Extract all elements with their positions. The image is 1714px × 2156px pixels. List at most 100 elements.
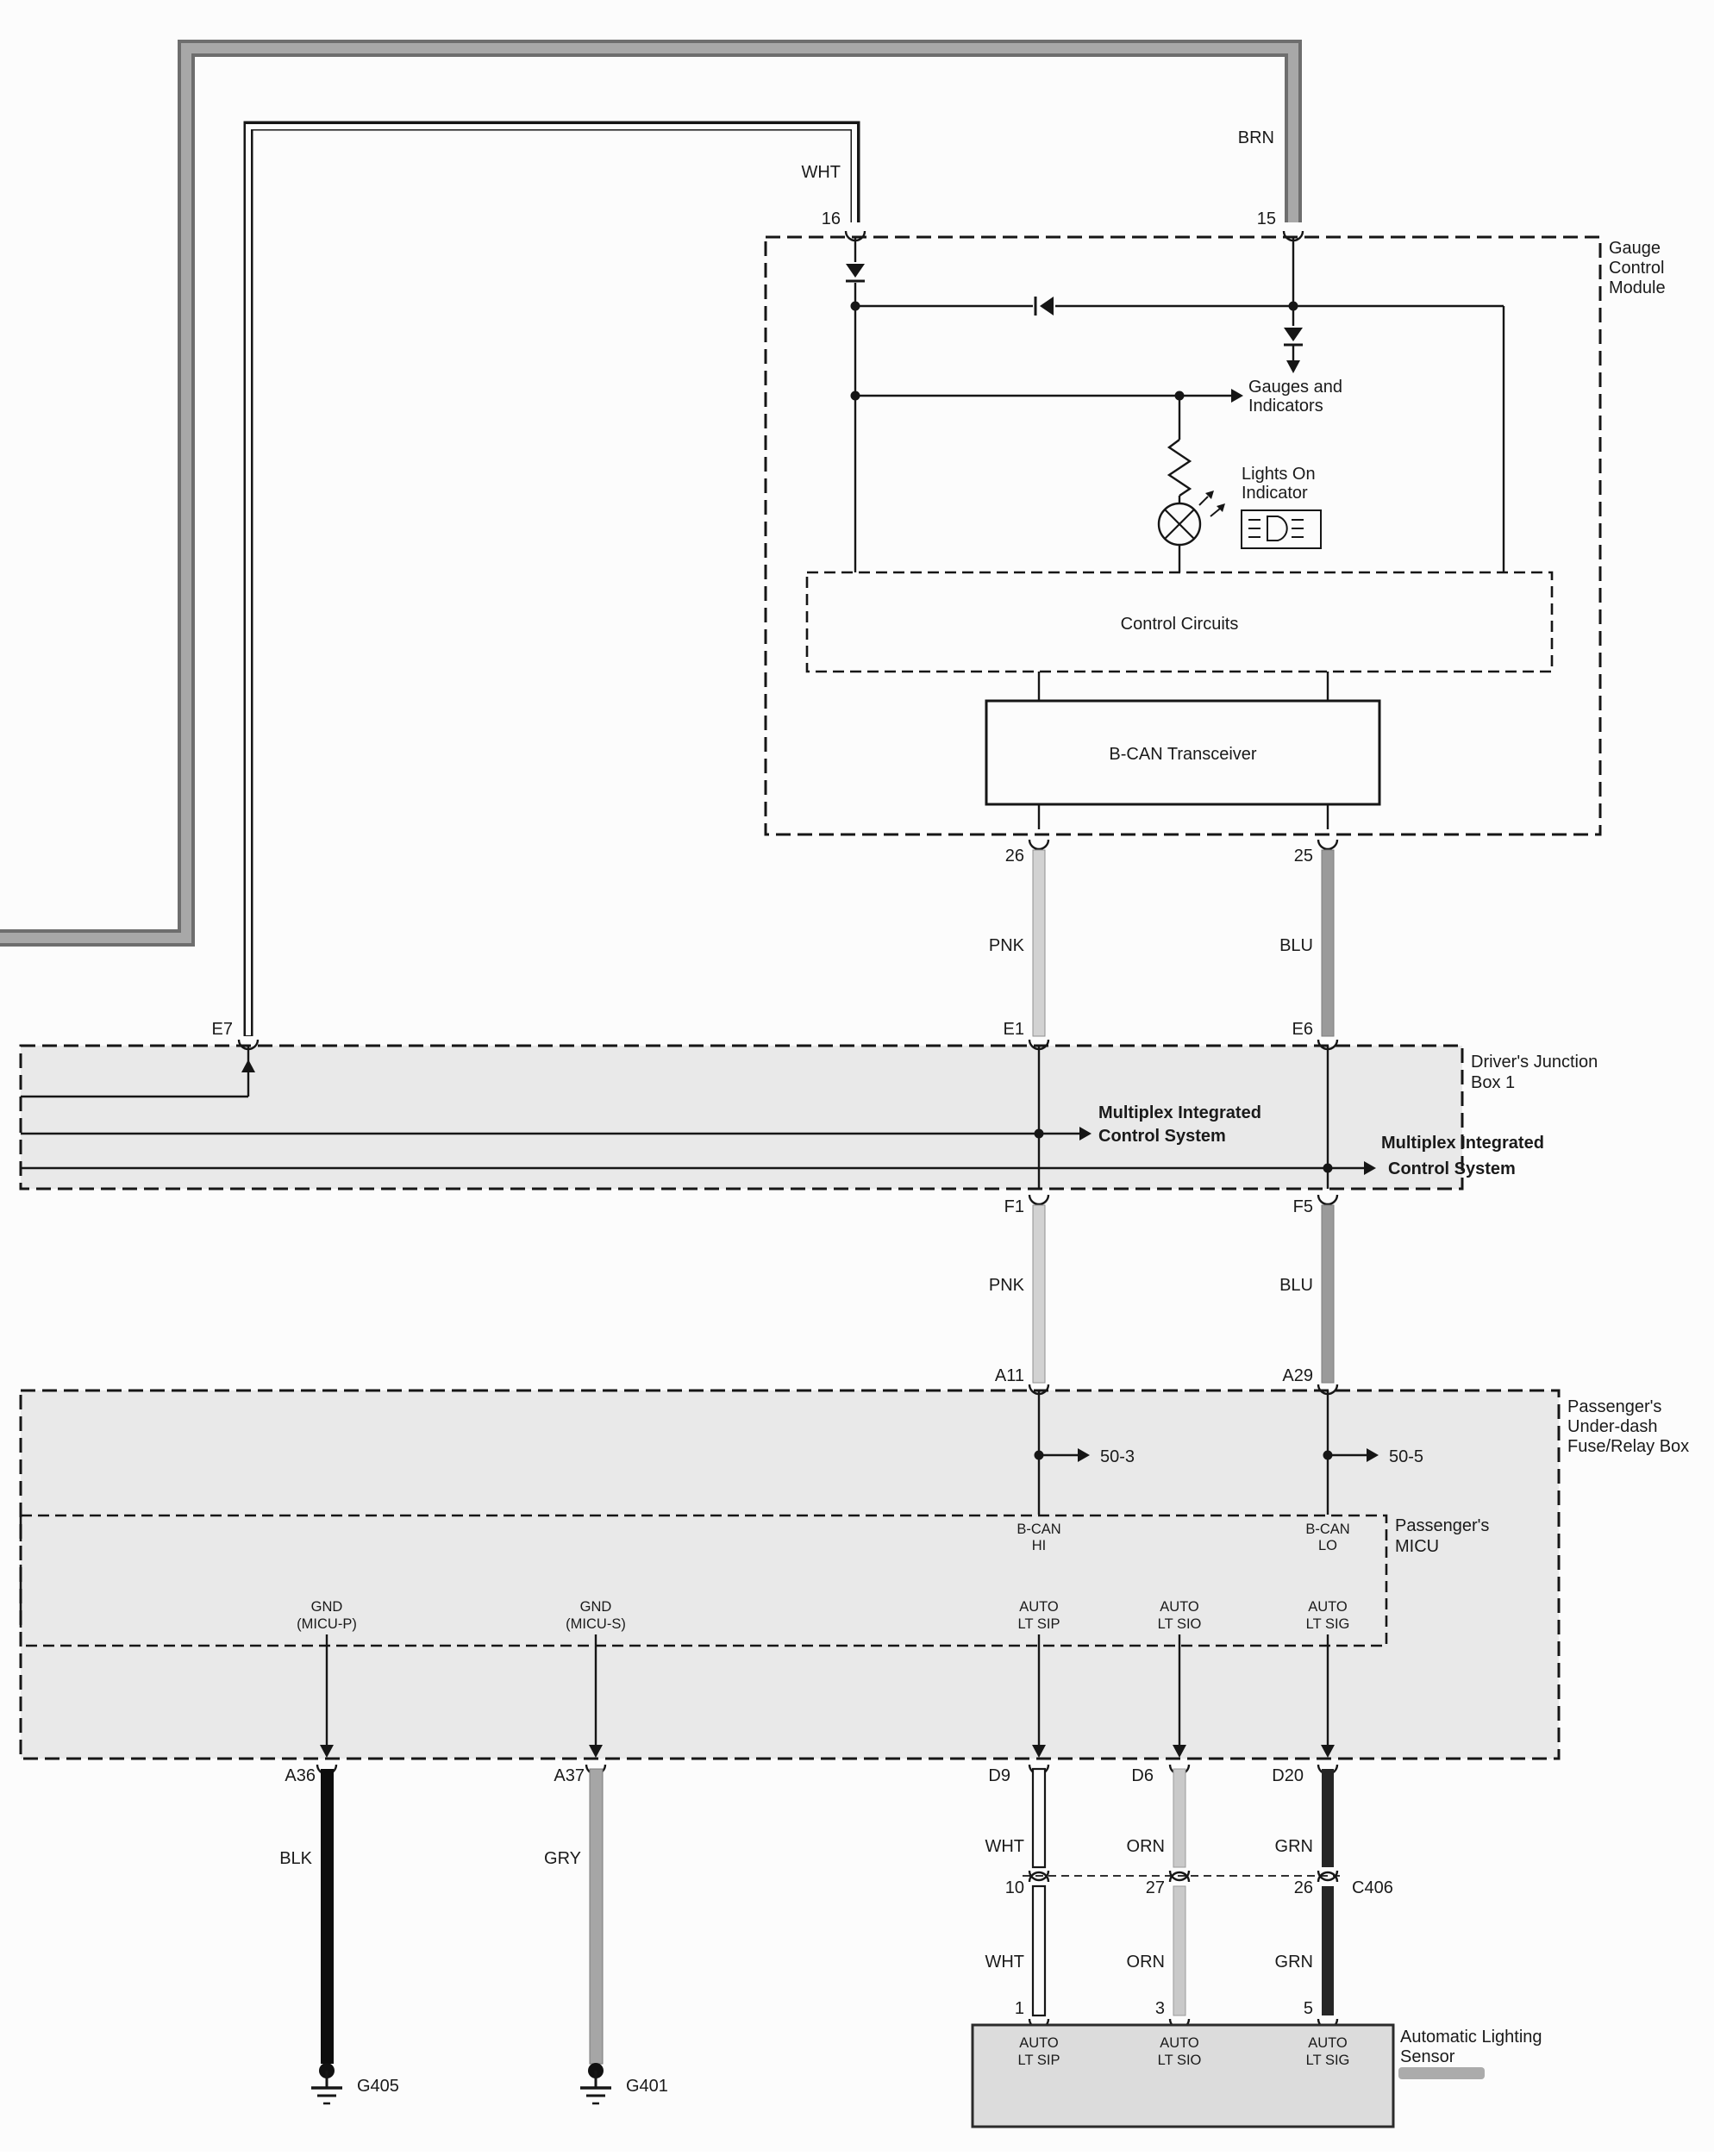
module-title-line3: Module: [1609, 278, 1666, 297]
wht-wire-label: WHT: [801, 163, 841, 182]
orn-wire-seg1: ORN: [1127, 1768, 1186, 1868]
sensor-sip-line2: LT SIP: [1018, 2053, 1060, 2068]
orn-wire-seg2: ORN: [1127, 1885, 1186, 2016]
connector-c406-pin10-upper: [1028, 1870, 1050, 1882]
blk-wire-label: BLK: [279, 1849, 312, 1868]
drivers-junction-box: Driver's Junction Box 1 Multiplex Integr…: [19, 1039, 1598, 1206]
pin-f5-label: F5: [1293, 1197, 1313, 1216]
junction-box-border: [19, 1044, 1464, 1190]
wht-wire-label-1: WHT: [985, 1837, 1024, 1856]
bcan-hi-line2: HI: [1032, 1538, 1047, 1553]
arrow-right-fuse-50-3: [1078, 1448, 1090, 1462]
pnk-wire-label: PNK: [989, 936, 1025, 955]
multiplex-label-b-line2: Control System: [1388, 1159, 1516, 1178]
fuse-box-title-line2: Under-dash: [1567, 1417, 1658, 1436]
sensor-pin-3-label: 3: [1155, 1999, 1165, 2018]
fuse-relay-box: Passenger's Under-dash Fuse/Relay Box 50…: [19, 1384, 1689, 1776]
connector-pin-26: [1028, 839, 1050, 851]
bcan-lo-line1: B-CAN: [1305, 1522, 1349, 1537]
blk-wire: BLK: [279, 1769, 334, 2064]
blu-wire-lower: BLU: [1279, 1204, 1335, 1384]
pin-f1-label: F1: [1004, 1197, 1024, 1216]
connector-c406-pin26-lower: [1317, 1871, 1339, 1883]
micu-title-line2: MICU: [1395, 1537, 1439, 1556]
gauges-indicators-line2: Indicators: [1248, 397, 1323, 416]
junction-box-shading: [21, 1046, 1462, 1189]
sensor-box-body: [971, 2023, 1395, 2128]
lighting-sensor-box: AUTO LT SIP AUTO LT SIO AUTO LT SIG Auto…: [971, 2018, 1542, 2128]
arrow-right-mux-b: [1364, 1161, 1376, 1175]
pin-d9-label: D9: [988, 1766, 1010, 1785]
bcan-transceiver-box: B-CAN Transceiver: [985, 699, 1381, 806]
fuse-box-shading: [21, 1390, 1559, 1759]
auto-lt-sip-pin-label: AUTO: [1019, 1599, 1059, 1615]
pin-d6-label: D6: [1131, 1766, 1154, 1785]
gnd-micu-p-line1: GND: [311, 1599, 343, 1615]
connector-c406-pin27-lower: [1168, 1871, 1191, 1883]
pin-a29-label: A29: [1282, 1366, 1313, 1385]
wht-wire-seg2: WHT: [985, 1884, 1047, 2017]
auto-lt-sio-pin-label2: LT SIO: [1158, 1616, 1202, 1632]
junction-box-title-line2: Box 1: [1471, 1073, 1515, 1092]
sensor-sio-line1: AUTO: [1160, 2035, 1199, 2051]
sensor-title-line1: Automatic Lighting: [1400, 2028, 1542, 2047]
brn-wire-label: BRN: [1238, 128, 1274, 147]
gry-wire-label: GRY: [544, 1849, 581, 1868]
brn-wire: [0, 40, 1302, 947]
connector-c406-pin26-upper: [1317, 1870, 1339, 1882]
wht-wire-label-2: WHT: [985, 1953, 1024, 1972]
orn-wire-label-1: ORN: [1127, 1837, 1165, 1856]
auto-lt-sig-pin-label: AUTO: [1308, 1599, 1348, 1615]
redacted-marking: [1398, 2067, 1485, 2079]
wht-wire-seg1: WHT: [985, 1767, 1047, 1869]
pin-e1-label: E1: [1004, 1020, 1024, 1039]
fuse-50-3-label: 50-3: [1100, 1447, 1135, 1466]
pin-e7-label: E7: [212, 1020, 233, 1039]
arrow-down-d6: [1173, 1745, 1186, 1758]
sensor-sig-line2: LT SIG: [1306, 2053, 1350, 2068]
pin-15-label: 15: [1257, 209, 1276, 228]
sensor-title-line2: Sensor: [1400, 2047, 1455, 2066]
grn-wire-seg2: GRN: [1275, 1886, 1334, 2015]
arrow-down-a37: [589, 1745, 603, 1758]
bcan-transceiver-label: B-CAN Transceiver: [1109, 745, 1256, 764]
c406-pin-26-label: 26: [1294, 1878, 1313, 1897]
gnd-micu-s-line2: (MICU-S): [566, 1616, 626, 1632]
arrow-right-mux-a: [1079, 1127, 1092, 1140]
blu-wire-upper: BLU: [1279, 849, 1335, 1037]
pin-16-label: 16: [822, 209, 841, 228]
pnk-wire-lower: PNK: [989, 1204, 1046, 1384]
diode-icon: [1284, 328, 1303, 347]
gauges-indicators-line1: Gauges and: [1248, 378, 1342, 397]
arrow-right-fuse-50-5: [1367, 1448, 1379, 1462]
blu-wire-label-2: BLU: [1279, 1276, 1313, 1295]
module-internal-wiring: [850, 237, 1505, 829]
fuse-50-5-label: 50-5: [1389, 1447, 1423, 1466]
pin-25-label: 25: [1294, 847, 1313, 866]
connector-pin-25: [1317, 839, 1339, 851]
connector-pin-f1: [1028, 1194, 1050, 1206]
fuse-box-title-line3: Fuse/Relay Box: [1567, 1437, 1689, 1456]
multiplex-label-a-line1: Multiplex Integrated: [1098, 1103, 1261, 1122]
c406-pin-10-label: 10: [1005, 1878, 1024, 1897]
pnk-wire-upper: PNK: [989, 849, 1046, 1037]
micu-box-border: [19, 1514, 1388, 1647]
c406-connector: 10 27 26 C406: [1005, 1870, 1393, 1897]
pin-26-label: 26: [1005, 847, 1024, 866]
multiplex-label-a-line2: Control System: [1098, 1127, 1226, 1146]
gauge-control-module: Gauge Control Module: [764, 230, 1666, 866]
junction-box-title-line1: Driver's Junction: [1471, 1053, 1598, 1072]
gauge-control-module-border: [764, 235, 1602, 836]
pnk-wire-label-2: PNK: [989, 1276, 1025, 1295]
module-title-line2: Control: [1609, 259, 1664, 278]
lights-on-indicator-icon: [1241, 509, 1322, 549]
auto-lt-sig-pin-label2: LT SIG: [1306, 1616, 1350, 1632]
module-title-line1: Gauge: [1609, 239, 1661, 258]
sensor-pin-1-label: 1: [1015, 1999, 1024, 2018]
pin-a11-label: A11: [995, 1366, 1024, 1385]
ground-g401-label: G401: [626, 2077, 668, 2096]
arrow-down-d20: [1321, 1745, 1335, 1758]
lamp-icon: [1157, 491, 1225, 547]
grn-wire-label-2: GRN: [1275, 1953, 1313, 1972]
